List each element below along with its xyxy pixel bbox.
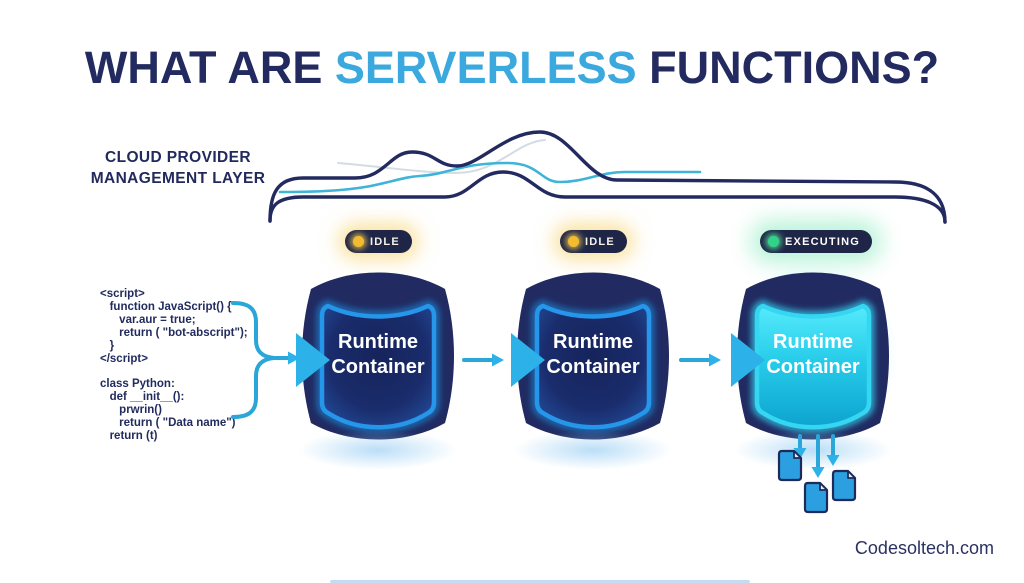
cloud-layer-waves-graphic (268, 130, 947, 224)
code-snippet-javascript: <script> function JavaScript() { var.aur… (100, 287, 248, 365)
website-footer: Codesoltech.com (854, 538, 994, 558)
runtime-container-2: Runtime Container (499, 248, 687, 470)
status-dot-icon (353, 236, 364, 247)
container-label: Runtime Container (546, 331, 640, 378)
runtime-container-1: Runtime Container (284, 248, 472, 470)
wave-line-navy-top (268, 130, 947, 224)
bottom-accent-line (330, 580, 750, 583)
code-snippet-python: class Python: def __init__(): prwrin() r… (100, 377, 236, 442)
cloud-provider-management-layer-label: CLOUD PROVIDER MANAGEMENT LAYER (80, 148, 276, 190)
title-part-3: FUNCTIONS? (636, 42, 940, 93)
wave-line-cyan (278, 161, 702, 194)
page-title: WHAT ARE SERVERLESS FUNCTIONS? (0, 42, 1024, 94)
container-label: Runtime Container (766, 331, 860, 378)
wave-line-navy-bottom (268, 170, 947, 224)
runtime-container-3: Runtime Container (699, 228, 927, 482)
container-label: Runtime Container (331, 331, 425, 378)
cloud-label-line1: CLOUD PROVIDER (105, 149, 251, 166)
status-dot-icon (568, 236, 579, 247)
container-shape (737, 272, 889, 440)
document-icon (803, 481, 829, 514)
status-badge-idle-2: IDLE (560, 230, 627, 253)
cloud-label-line2: MANAGEMENT LAYER (90, 169, 266, 187)
status-badge-idle-1: IDLE (345, 230, 412, 253)
title-part-1: WHAT ARE (84, 42, 335, 93)
status-badge-label: IDLE (585, 235, 615, 248)
container-shape (517, 272, 669, 440)
status-badge-label: IDLE (370, 235, 400, 248)
title-highlight: SERVERLESS (334, 42, 637, 93)
container-shape (302, 272, 454, 440)
wave-line-pale (337, 139, 546, 175)
